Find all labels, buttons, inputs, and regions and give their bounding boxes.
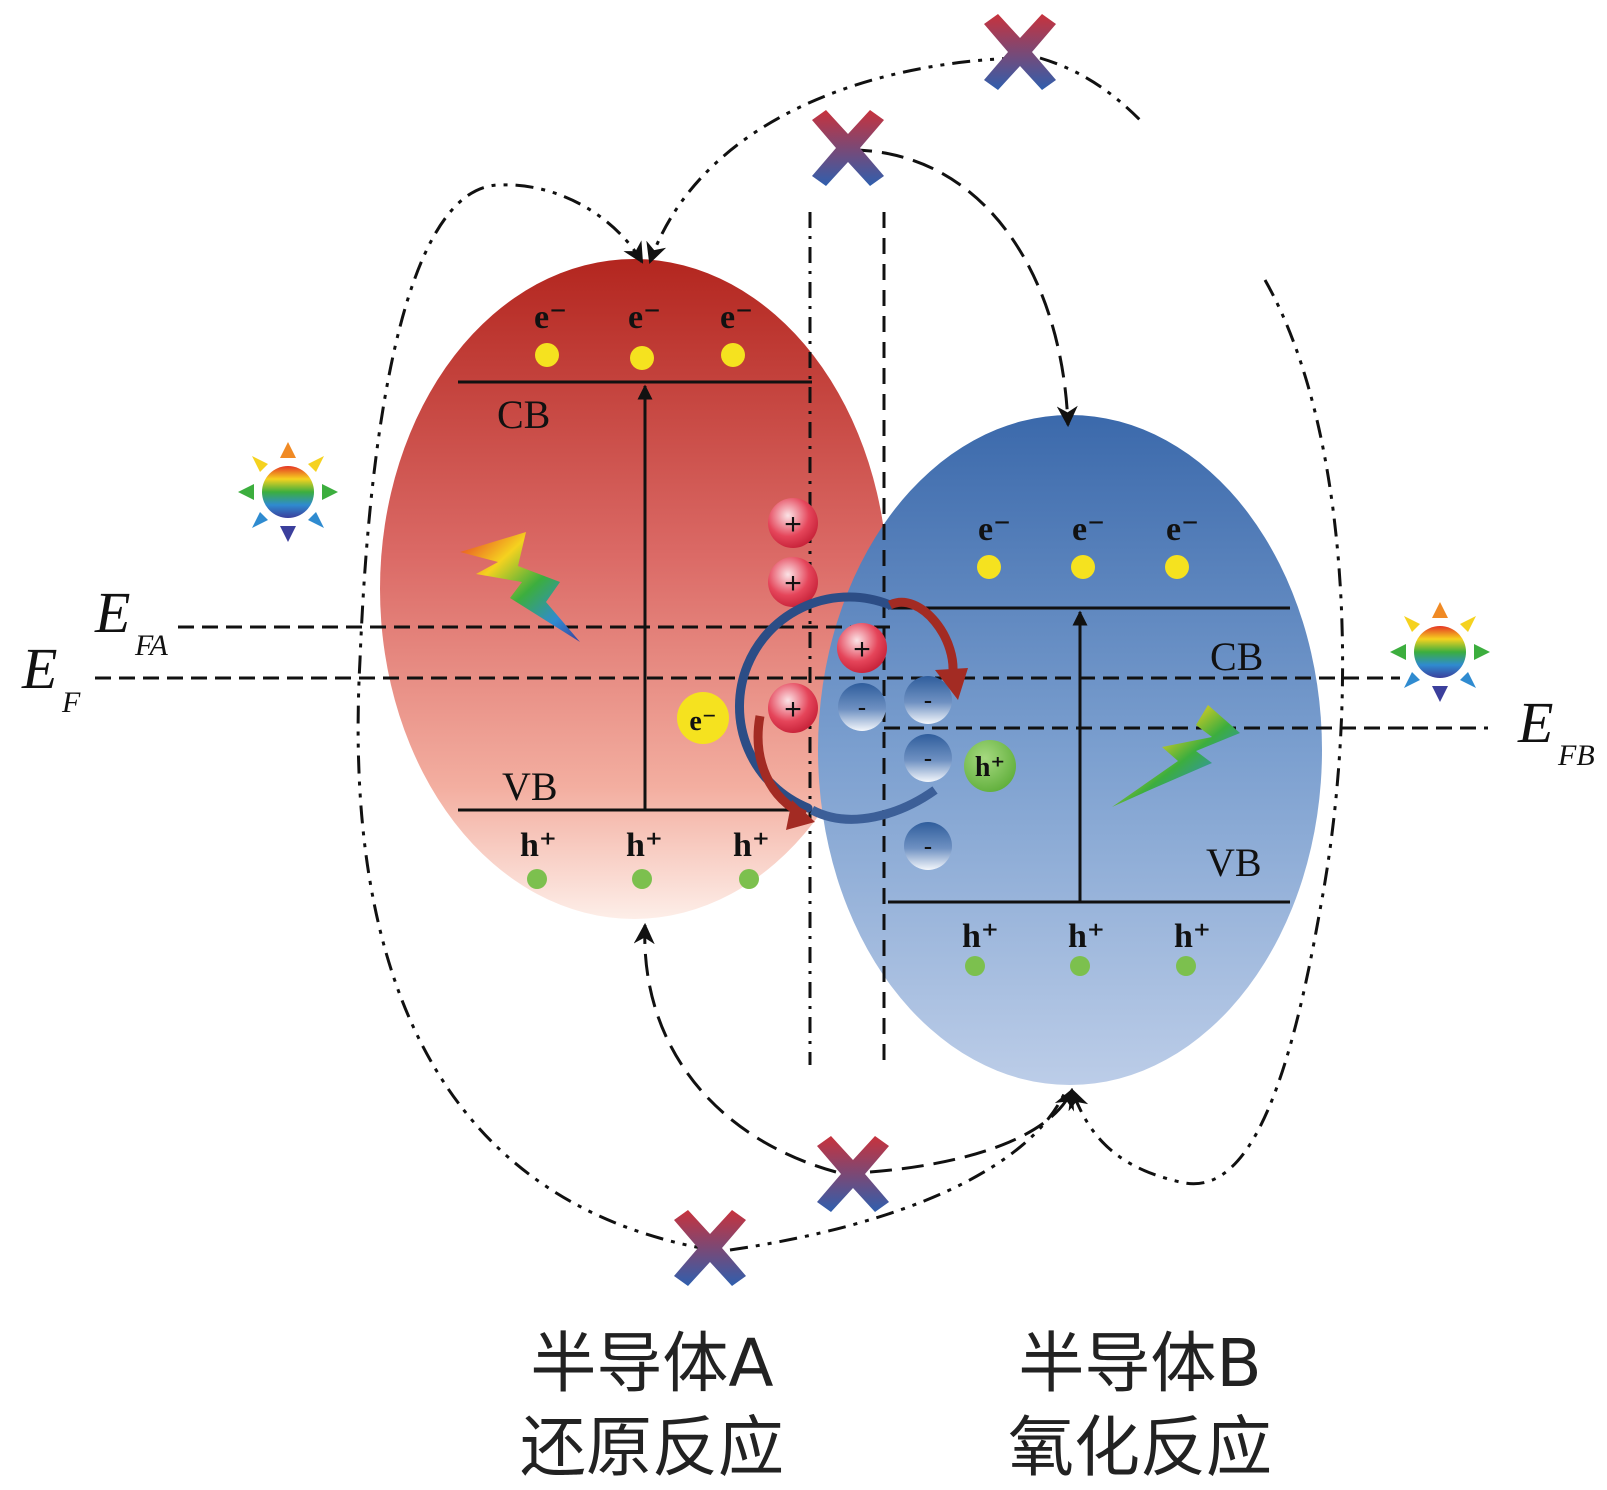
positive-charge (768, 557, 818, 607)
negative-charges: - - - - (838, 676, 952, 870)
caption-semiconductor-b-reaction: 氧化反应 (1008, 1409, 1272, 1486)
electron-large (677, 692, 729, 744)
negative-charge-sign: - (924, 831, 933, 861)
recombination-path-top-outer-right (1039, 56, 1142, 122)
electron (721, 343, 745, 367)
caption-semiconductor-a-name: 半导体A (530, 1325, 774, 1402)
lightning-icon (460, 532, 580, 642)
vb-label-b: VB (1206, 840, 1262, 885)
electron-label: e⁻ (978, 511, 1011, 548)
negative-charge (904, 822, 952, 870)
holes-vb-b: h⁺ h⁺ h⁺ (962, 918, 1211, 976)
caption-semiconductor-a: 半导体A 还原反应 (462, 1322, 842, 1490)
fermi-level-b-subscript: FB (1557, 739, 1595, 772)
electron-label: e⁻ (720, 299, 753, 336)
hole (632, 869, 652, 889)
caption-semiconductor-b: 半导体B 氧化反应 (950, 1322, 1330, 1490)
hole (739, 869, 759, 889)
cb-label-b: CB (1210, 634, 1263, 679)
vb-label-a: VB (502, 764, 558, 809)
electrons-cb-a: e⁻ e⁻ e⁻ (534, 299, 753, 370)
hole (1070, 956, 1090, 976)
fermi-level-subscript: F (61, 686, 81, 719)
fermi-level-label: E F (21, 636, 81, 719)
blocked-x-icon (817, 1136, 889, 1212)
holes-vb-a: h⁺ h⁺ h⁺ (520, 827, 770, 889)
positive-charge (768, 683, 818, 733)
sun-icon (238, 442, 338, 542)
blocked-x-icon (984, 14, 1056, 90)
hole-label: h⁺ (733, 827, 770, 864)
recombination-path-outer-left (356, 183, 713, 1252)
semiconductor-b-ellipse (818, 415, 1322, 1085)
electron (977, 555, 1001, 579)
caption-semiconductor-a-reaction: 还原反应 (520, 1409, 784, 1486)
electron (1165, 555, 1189, 579)
transfer-path-top-inner (849, 148, 1078, 428)
hole-label: h⁺ (626, 827, 663, 864)
hole-large-label: h⁺ (975, 752, 1005, 783)
fermi-level-a-label: E FA (94, 580, 168, 662)
electrons-cb-b: e⁻ e⁻ e⁻ (977, 511, 1199, 579)
electron (1071, 555, 1095, 579)
negative-charge-sign: - (924, 743, 933, 773)
hole (527, 869, 547, 889)
recombination-path-bottom-outer (729, 1089, 1068, 1252)
electron-label: e⁻ (1166, 511, 1199, 548)
recombination-path-outer-right (1068, 279, 1345, 1186)
positive-charge-sign: + (784, 693, 802, 726)
blocked-x-icon (812, 110, 884, 186)
caption-semiconductor-b-name: 半导体B (1018, 1325, 1262, 1402)
electron-label: e⁻ (1072, 511, 1105, 548)
electron-label: e⁻ (628, 299, 661, 336)
electron-large-label: e⁻ (689, 706, 716, 737)
fermi-level-a-symbol: E (94, 580, 130, 645)
hole-label: h⁺ (1068, 918, 1105, 955)
electron (535, 343, 559, 367)
positive-charge-sign: + (853, 633, 871, 666)
cb-label-a: CB (497, 392, 550, 437)
positive-charge-sign: + (784, 567, 802, 600)
negative-charge-sign: - (924, 685, 933, 715)
hole-label: h⁺ (520, 827, 557, 864)
negative-charge (904, 734, 952, 782)
hole-large (964, 740, 1016, 792)
hole (965, 956, 985, 976)
transfer-path-bottom-inner-right (869, 1088, 1074, 1174)
electron-label: e⁻ (534, 299, 567, 336)
negative-charge (838, 683, 886, 731)
positive-charge (768, 498, 818, 548)
fermi-level-b-label: E FB (1517, 690, 1595, 772)
sun-icon (1390, 602, 1490, 702)
transfer-path-bottom-inner (633, 922, 837, 1174)
hole-label: h⁺ (962, 918, 999, 955)
negative-charge-sign: - (858, 692, 867, 722)
lightning-icon (1112, 705, 1240, 807)
fermi-level-a-subscript: FA (134, 629, 168, 662)
recombination-path-top-outer (646, 56, 1021, 264)
positive-charge (837, 623, 887, 673)
hole-label: h⁺ (1174, 918, 1211, 955)
hole (1176, 956, 1196, 976)
fermi-level-b-symbol: E (1517, 690, 1553, 755)
electron (630, 346, 654, 370)
positive-charges: + + + + (768, 498, 887, 733)
blocked-x-icon (674, 1210, 746, 1286)
fermi-level-symbol: E (21, 636, 57, 701)
positive-charge-sign: + (784, 508, 802, 541)
negative-charge (904, 676, 952, 724)
charge-transfer-arrow-icon (735, 592, 968, 830)
